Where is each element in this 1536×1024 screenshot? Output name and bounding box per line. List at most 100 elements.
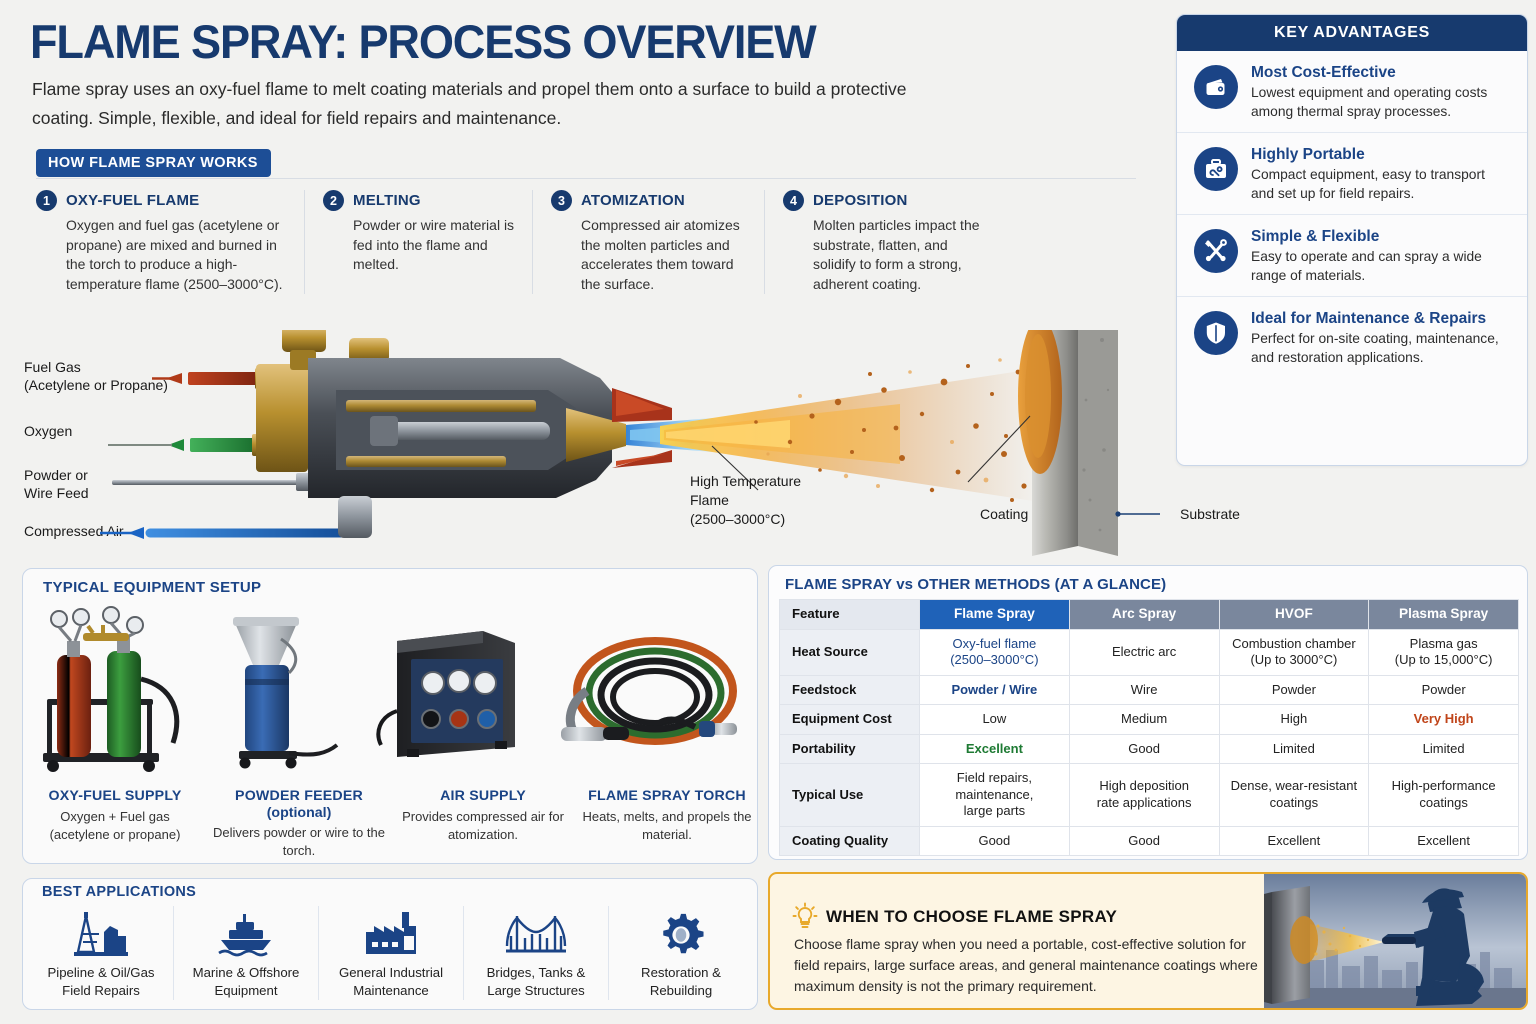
- toolbox-icon: [1194, 147, 1238, 191]
- process-step: 3 ATOMIZATION Compressed air atomizes th…: [532, 190, 764, 294]
- factory-icon: [323, 906, 459, 958]
- cell-flame-spray: Oxy-fuel flame(2500–3000°C): [919, 628, 1070, 676]
- table-row: Typical Use Field repairs,maintenance,la…: [779, 763, 1519, 827]
- process-step: 1 OXY-FUEL FLAME Oxygen and fuel gas (ac…: [36, 190, 304, 294]
- advantage-title: Highly Portable: [1251, 146, 1365, 163]
- table-row: Coating Quality Good Good Excellent Exce…: [779, 825, 1519, 856]
- torch-diagram: Fuel Gas(Acetylene or Propane) Oxygen Po…: [0, 330, 1240, 560]
- shield-icon: [1194, 311, 1238, 355]
- diagram-label-high-temperature-flame: High Temperature Flame (2500–3000°C): [690, 473, 802, 527]
- cell-plasma-spray: Limited: [1368, 733, 1519, 764]
- diagram-label-oxygen: Oxygen: [24, 423, 73, 439]
- step-title: ATOMIZATION: [581, 192, 685, 209]
- cell-hvof: High: [1218, 704, 1370, 735]
- cell-hvof: Excellent: [1218, 825, 1370, 856]
- advantage-item: Simple & Flexible Easy to operate and ca…: [1177, 215, 1527, 297]
- equipment-setup-panel: TYPICAL EQUIPMENT SETUP: [22, 568, 758, 864]
- section-pill-how-flame-spray-works: HOW FLAME SPRAY WORKS: [36, 149, 271, 177]
- wallet-icon: [1194, 65, 1238, 109]
- row-feature: Coating Quality: [779, 825, 920, 856]
- advantage-body: Easy to operate and can spray a wide ran…: [1251, 249, 1482, 283]
- equipment-item-desc: Oxygen + Fuel gas (acetylene or propane): [49, 809, 181, 842]
- advantage-item: Ideal for Maintenance & Repairs Perfect …: [1177, 297, 1527, 378]
- key-advantages-heading: KEY ADVANTAGES: [1177, 15, 1527, 51]
- step-body: Molten particles impact the substrate, f…: [813, 217, 980, 292]
- cell-arc-spray: Medium: [1068, 704, 1220, 735]
- cell-hvof: Combustion chamber(Up to 3000°C): [1218, 628, 1370, 676]
- process-steps: 1 OXY-FUEL FLAME Oxygen and fuel gas (ac…: [36, 190, 1146, 294]
- table-header-row: Feature Flame Spray Arc Spray HVOF Plasm…: [779, 599, 1519, 630]
- step-title: MELTING: [353, 192, 421, 209]
- equipment-item-name: POWDER FEEDER: [235, 788, 363, 804]
- step-body: Oxygen and fuel gas (acetylene or propan…: [66, 217, 283, 292]
- bridge-icon: [468, 906, 604, 958]
- step-body: Powder or wire material is fed into the …: [353, 217, 515, 272]
- table-row: Portability Excellent Good Limited Limit…: [779, 733, 1519, 764]
- process-step: 4 DEPOSITION Molten particles impact the…: [764, 190, 1004, 294]
- cell-plasma-spray: Very High: [1368, 704, 1519, 735]
- equipment-item-name: OXY-FUEL SUPPLY: [48, 788, 182, 804]
- table-row: Equipment Cost Low Medium High Very High: [779, 704, 1519, 735]
- key-advantages-panel: KEY ADVANTAGES Most Cost-Effective Lowes…: [1176, 14, 1528, 466]
- when-to-choose-title: WHEN TO CHOOSE FLAME SPRAY: [826, 907, 1118, 926]
- col-header-hvof: HVOF: [1218, 599, 1370, 630]
- advantage-item: Most Cost-Effective Lowest equipment and…: [1177, 51, 1527, 133]
- equipment-item: FLAME SPRAY TORCH Heats, melts, and prop…: [575, 787, 759, 860]
- tools-icon: [1194, 229, 1238, 273]
- cell-flame-spray: Powder / Wire: [919, 674, 1070, 705]
- comparison-panel: FLAME SPRAY vs OTHER METHODS (AT A GLANC…: [768, 565, 1528, 860]
- equipment-item-name: AIR SUPPLY: [440, 788, 526, 804]
- gear-icon: [613, 906, 749, 958]
- step-number-badge: 4: [783, 190, 804, 211]
- cell-plasma-spray: Plasma gas(Up to 15,000°C): [1368, 628, 1519, 676]
- equipment-legend: OXY-FUEL SUPPLY Oxygen + Fuel gas (acety…: [23, 787, 759, 860]
- page-subtitle: Flame spray uses an oxy-fuel flame to me…: [32, 79, 907, 128]
- step-title: DEPOSITION: [813, 192, 908, 209]
- equipment-images: [23, 603, 759, 783]
- equipment-item-desc: Delivers powder or wire to the torch.: [213, 825, 385, 858]
- cell-flame-spray: Low: [919, 704, 1070, 735]
- equipment-illustration: [43, 606, 737, 772]
- best-applications-title: BEST APPLICATIONS: [34, 880, 207, 904]
- equipment-item: AIR SUPPLY Provides compressed air for a…: [391, 787, 575, 860]
- advantage-title: Ideal for Maintenance & Repairs: [1251, 310, 1487, 327]
- diagram-label-coating: Coating: [980, 506, 1029, 522]
- table-row: Feedstock Powder / Wire Wire Powder Powd…: [779, 674, 1519, 705]
- application-label: Restoration &Rebuilding: [641, 965, 721, 998]
- col-header-arc-spray: Arc Spray: [1068, 599, 1220, 630]
- ship-icon: [178, 906, 314, 958]
- advantage-body: Lowest equipment and operating costs amo…: [1251, 85, 1488, 119]
- when-to-choose-panel: WHEN TO CHOOSE FLAME SPRAY Choose flame …: [768, 872, 1528, 1010]
- equipment-item-desc: Heats, melts, and propels the material.: [582, 809, 752, 842]
- application-item: Restoration &Rebuilding: [608, 906, 753, 1000]
- when-to-choose-body: Choose flame spray when you need a porta…: [794, 936, 1258, 994]
- cell-arc-spray: Electric arc: [1068, 628, 1220, 676]
- cell-flame-spray: Excellent: [919, 733, 1070, 764]
- application-item: Bridges, Tanks &Large Structures: [463, 906, 608, 1000]
- col-header-feature: Feature: [779, 599, 920, 630]
- equipment-item-name: FLAME SPRAY TORCH: [588, 788, 746, 804]
- cell-hvof: Powder: [1218, 674, 1370, 705]
- row-feature: Equipment Cost: [779, 704, 920, 735]
- equipment-setup-title: TYPICAL EQUIPMENT SETUP: [43, 579, 262, 596]
- row-feature: Feedstock: [779, 674, 920, 705]
- torch-svg: [100, 330, 1160, 556]
- row-feature: Typical Use: [779, 763, 920, 827]
- cell-flame-spray: Good: [919, 825, 1070, 856]
- advantage-title: Most Cost-Effective: [1251, 64, 1396, 81]
- diagram-label-substrate: Substrate: [1180, 506, 1240, 522]
- equipment-item-desc: Provides compressed air for atomization.: [402, 809, 564, 842]
- equipment-item-optional: (optional): [266, 805, 332, 821]
- step-number-badge: 1: [36, 190, 57, 211]
- advantage-body: Perfect for on-site coating, maintenance…: [1251, 331, 1499, 365]
- table-row: Heat Source Oxy-fuel flame(2500–3000°C) …: [779, 628, 1519, 676]
- step-body: Compressed air atomizes the molten parti…: [581, 217, 740, 292]
